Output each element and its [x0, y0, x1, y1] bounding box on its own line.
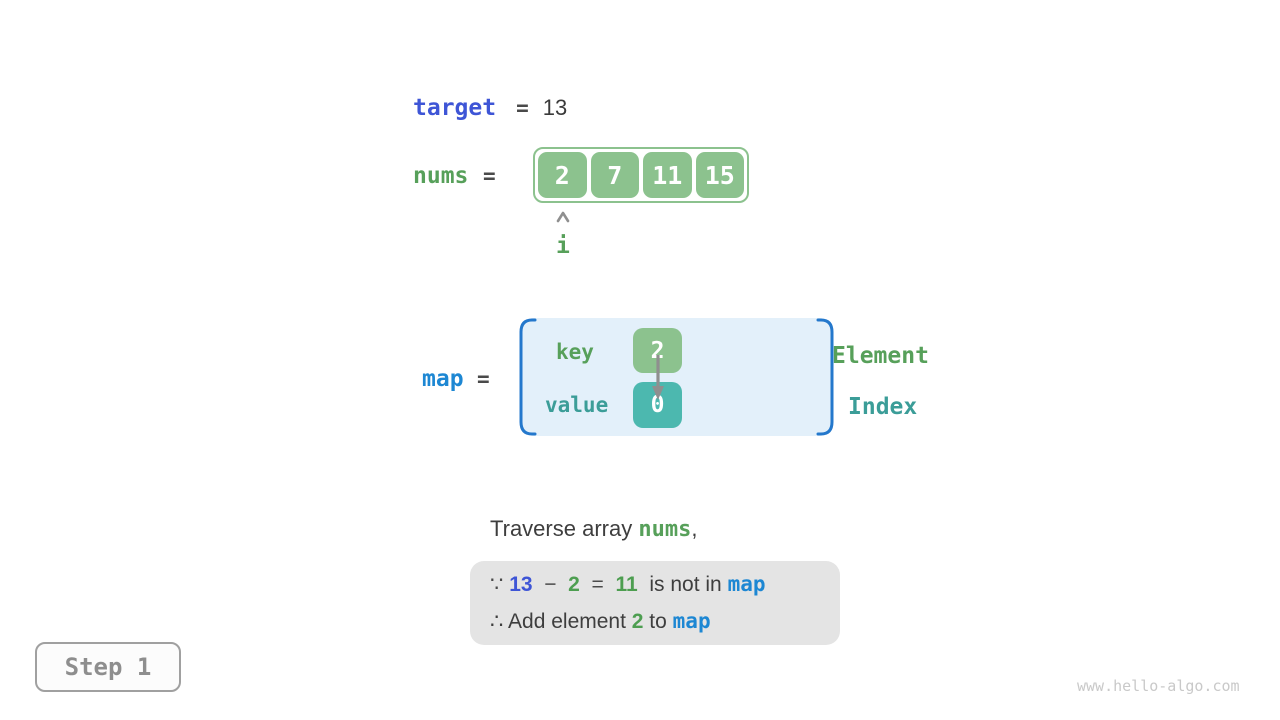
map-key-label: key [556, 340, 594, 364]
text-segment: to [643, 610, 673, 633]
text-segment: ∴ Add element [490, 610, 632, 633]
index-pointer-label: i [556, 233, 570, 259]
explanation-line-2: ∴ Add element 2 to map [490, 606, 840, 637]
map-right-bracket-icon [816, 318, 834, 436]
text-segment: = [579, 573, 616, 596]
caption-text: Traverse array nums, [490, 516, 697, 542]
nums-cell: 7 [590, 152, 639, 198]
target-equals: = [516, 96, 529, 120]
nums-cell: 2 [538, 152, 587, 198]
text-segment: map [727, 572, 766, 596]
map-left-bracket-icon [519, 318, 537, 436]
nums-equals: = [483, 164, 496, 188]
text-segment: , [691, 516, 698, 541]
nums-cell: 11 [643, 152, 692, 198]
text-segment: 2 [568, 573, 580, 596]
map-equals: = [477, 367, 490, 391]
text-segment: 13 [509, 573, 533, 596]
explanation-box: ∵ 13 − 2 = 11 is not in map ∴ Add elemen… [470, 561, 840, 645]
target-label: target [413, 95, 497, 121]
text-segment: map [672, 609, 711, 633]
step-button-label: Step 1 [64, 653, 152, 681]
text-segment: 2 [631, 610, 644, 633]
key-to-value-arrow-icon [652, 355, 664, 400]
map-label: map [422, 366, 464, 392]
index-pointer-caret-icon [556, 211, 570, 223]
index-annotation: Index [848, 394, 918, 420]
text-segment: − [532, 573, 569, 596]
nums-cell: 15 [695, 152, 744, 198]
text-segment: Traverse array [490, 516, 639, 541]
step-button[interactable]: Step 1 [35, 642, 181, 692]
watermark: www.hello-algo.com [1077, 677, 1240, 695]
text-segment: is not in [637, 573, 728, 596]
text-segment: nums [638, 517, 692, 542]
map-value-label: value [545, 393, 609, 417]
target-value: 13 [542, 95, 568, 120]
text-segment: ∵ [490, 573, 510, 596]
target-row: target = 13 [413, 95, 567, 121]
element-annotation: Element [832, 343, 929, 369]
map-key-cell: 2 [633, 328, 682, 373]
nums-label: nums [413, 163, 469, 189]
explanation-line-1: ∵ 13 − 2 = 11 is not in map [490, 569, 840, 600]
text-segment: 11 [615, 573, 638, 596]
